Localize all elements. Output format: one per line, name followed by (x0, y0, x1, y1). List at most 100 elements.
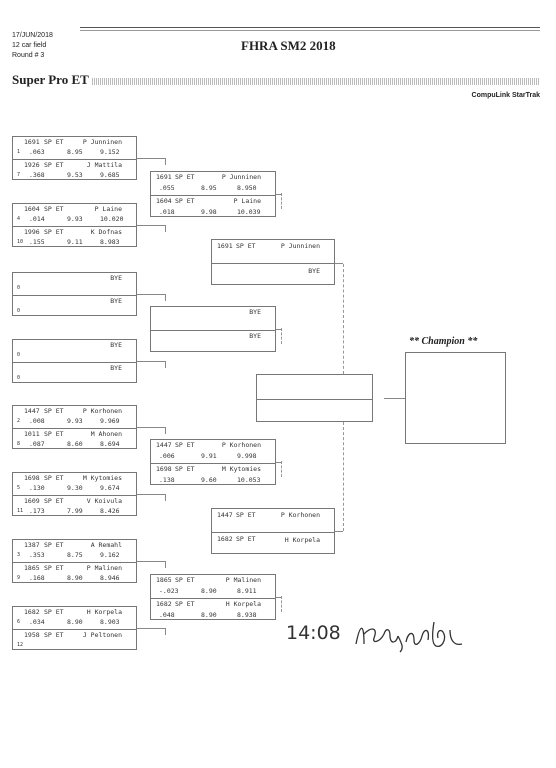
connector-line (137, 294, 165, 295)
connector-line (137, 225, 165, 226)
racer-class: SP ET (44, 608, 64, 616)
connector-line (137, 361, 165, 362)
reaction-time: .063 (29, 148, 45, 156)
driver-name: BYE (110, 364, 122, 372)
seed-number: 2 (17, 418, 21, 424)
dial-in: 1691 (156, 173, 172, 181)
connector-dash (281, 193, 282, 209)
elapsed-time: 8.90 (201, 611, 217, 619)
racer-slot: BYE (212, 263, 334, 287)
round-number: Round # 3 (12, 52, 45, 59)
driver-name: P Malinen (86, 564, 122, 572)
driver-name: J Peltonen (82, 631, 122, 639)
seed-number: 0 (17, 352, 21, 358)
speed-value: 10.039 (237, 208, 261, 216)
reaction-time: .155 (29, 238, 45, 246)
elapsed-time: 9.93 (67, 417, 83, 425)
connector-dash (343, 264, 344, 374)
reaction-time: .173 (29, 507, 45, 515)
racer-slot: BYE (151, 330, 275, 354)
seed-number: 0 (17, 285, 21, 291)
brand-label: CompuLink StarTrak (471, 92, 540, 99)
reaction-time: -.023 (159, 587, 179, 595)
field-size: 12 car field (12, 42, 47, 49)
final-box (256, 374, 373, 422)
reaction-time: .168 (29, 574, 45, 582)
reaction-time: .048 (159, 611, 175, 619)
speed-value: 8.911 (237, 587, 257, 595)
elapsed-time: 9.30 (67, 484, 83, 492)
racer-slot: BYE 0 (13, 273, 136, 295)
reaction-time: .138 (159, 476, 175, 484)
racer-class: SP ET (175, 197, 195, 205)
dial-in: 1447 (217, 511, 233, 519)
dial-in: 1682 (217, 535, 233, 543)
driver-name: BYE (110, 297, 122, 305)
driver-name: P Korhonen (82, 407, 122, 415)
dial-in: 1682 (24, 608, 40, 616)
seed-number: 0 (17, 308, 21, 314)
seed-number: 12 (17, 642, 24, 648)
reaction-time: .034 (29, 618, 45, 626)
speed-value: 9.685 (100, 171, 120, 179)
dial-in: 1609 (24, 497, 40, 505)
seed-number: 11 (17, 508, 24, 514)
racer-class: SP ET (236, 242, 256, 250)
speed-value: 9.969 (100, 417, 120, 425)
speed-value: 9.152 (100, 148, 120, 156)
seed-number: 4 (17, 216, 21, 222)
racer-slot: BYE (151, 307, 275, 330)
top-rule-2 (80, 30, 540, 31)
seed-number: 3 (17, 552, 21, 558)
racer-class: SP ET (175, 441, 195, 449)
racer-class: SP ET (44, 205, 64, 213)
connector-line (335, 263, 343, 264)
final-to-champion-line (384, 398, 405, 399)
dial-in: 1691 (24, 138, 40, 146)
reaction-time: .006 (159, 452, 175, 460)
champion-label: ** Champion ** (409, 336, 478, 347)
reaction-time: .087 (29, 440, 45, 448)
driver-name: P Junninen (280, 242, 320, 250)
dial-in: 1682 (156, 600, 172, 608)
dial-in: 1691 (217, 242, 233, 250)
seed-number: 9 (17, 575, 21, 581)
reaction-time: .353 (29, 551, 45, 559)
dial-in: 1604 (24, 205, 40, 213)
event-date: 17/JUN/2018 (12, 32, 53, 39)
racer-class: SP ET (44, 430, 64, 438)
speed-value: 9.162 (100, 551, 120, 559)
driver-name: M Kytomies (82, 474, 122, 482)
driver-name: P Laine (94, 205, 122, 213)
connector-line (276, 597, 282, 598)
dial-in: 1698 (156, 465, 172, 473)
driver-name: J Mattila (86, 161, 122, 169)
driver-name: BYE (110, 274, 122, 282)
connector-line (137, 494, 165, 495)
connector-line (165, 628, 166, 635)
driver-name: P Laine (233, 197, 261, 205)
dial-in: 1698 (24, 474, 40, 482)
connector-line (165, 225, 166, 232)
seed-number: 7 (17, 172, 21, 178)
driver-name: P Korhonen (221, 441, 261, 449)
connector-dash (343, 422, 344, 531)
